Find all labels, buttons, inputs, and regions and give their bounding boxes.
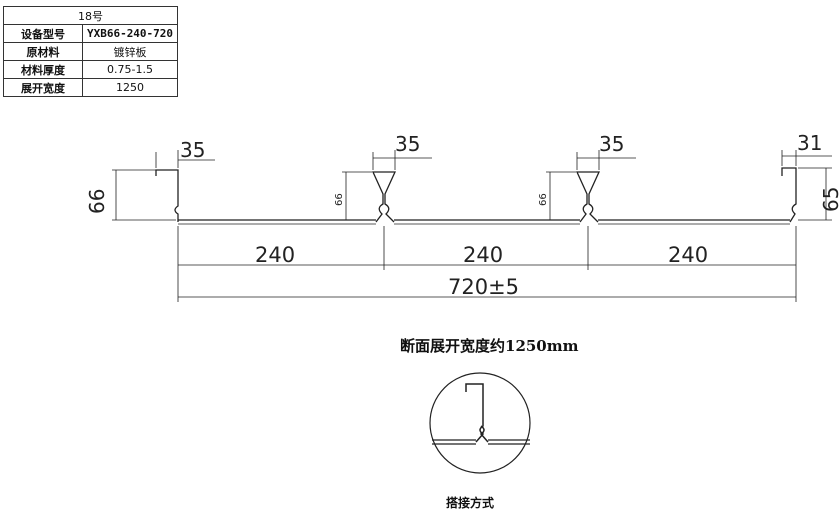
dim-rib2-height: 66 — [538, 193, 549, 206]
overlap-method-caption: 搭接方式 — [446, 496, 495, 510]
dim-right-flange: 31 — [797, 131, 822, 155]
dim-rib2-width: 35 — [599, 132, 624, 156]
dim-left-flange: 35 — [180, 138, 205, 162]
dim-span-1: 240 — [255, 243, 295, 267]
overlap-joint-profile — [465, 383, 489, 443]
overlap-detail-circle — [429, 372, 531, 474]
right-edge-profile — [781, 167, 797, 223]
rib-1-profile — [371, 171, 397, 223]
overlap-base-line — [432, 439, 530, 445]
left-edge-profile — [155, 169, 179, 222]
spec-label: 展开宽度 — [3, 78, 83, 97]
dim-span-3: 240 — [668, 243, 708, 267]
dim-span-2: 240 — [463, 243, 503, 267]
spec-row: 原材料 镀锌板 — [3, 42, 178, 61]
dim-rib1-height: 66 — [334, 193, 345, 206]
spec-value: 1250 — [82, 78, 178, 97]
dim-left-height: 66 — [85, 189, 109, 214]
dim-right-height: 65 — [819, 187, 840, 212]
spec-row: 展开宽度 1250 — [3, 78, 178, 97]
dim-total-width: 720±5 — [448, 275, 519, 299]
unfold-width-caption: 断面展开宽度约1250mm — [400, 337, 579, 355]
spec-value: 镀锌板 — [82, 42, 178, 61]
dim-rib1-width: 35 — [395, 132, 420, 156]
spec-table: 18号 设备型号 YXB66-240-720 原材料 镀锌板 材料厚度 0.75… — [3, 6, 178, 97]
rib-2-profile — [575, 171, 601, 223]
